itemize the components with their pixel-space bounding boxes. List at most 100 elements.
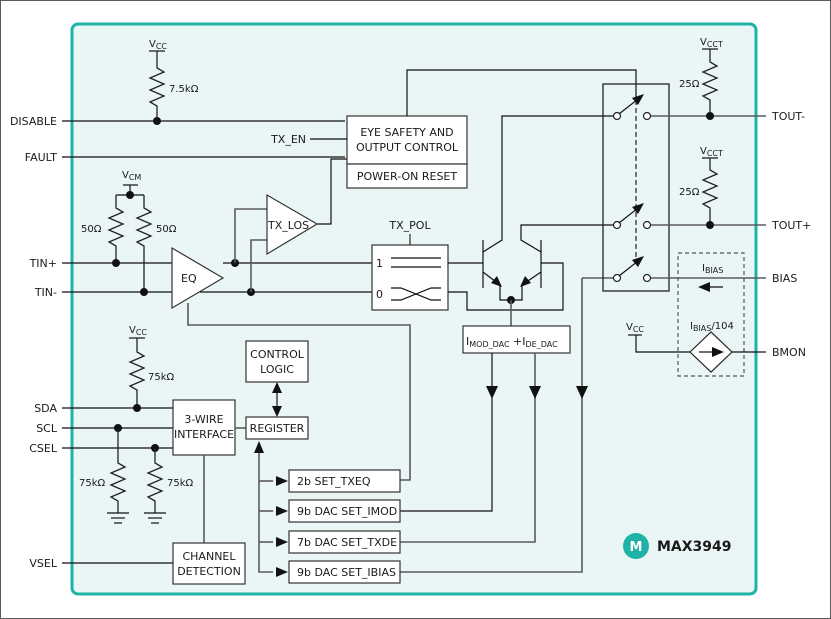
- svg-text:VCCT: VCCT: [700, 37, 723, 49]
- arrow-left-icon: [698, 282, 710, 292]
- scl-pulldown-resistor: [109, 428, 127, 513]
- eye-safety-block: [346, 115, 468, 165]
- arrow-right-icon: [276, 506, 288, 516]
- junction-dot: [112, 259, 120, 267]
- set-ibias-block: [288, 560, 401, 584]
- svg-text:VCM: VCM: [122, 170, 141, 182]
- differential-pair: [448, 115, 617, 326]
- pin-vsel: VSEL: [29, 557, 57, 570]
- sda-pullup-resistor: [128, 338, 146, 408]
- arrow-down-icon: [272, 406, 282, 417]
- pin-bias: BIAS: [772, 272, 797, 285]
- svg-text:1: 1: [376, 257, 383, 270]
- svg-text:0: 0: [376, 288, 383, 301]
- tx-pol-label: TX_POL: [388, 219, 431, 232]
- svg-text:DETECTION: DETECTION: [177, 565, 241, 578]
- svg-text:9b DAC SET_IBIAS: 9b DAC SET_IBIAS: [297, 566, 396, 579]
- svg-text:2b SET_TXEQ: 2b SET_TXEQ: [297, 475, 371, 488]
- modulation-current-block: [462, 325, 571, 354]
- pin-csel: CSEL: [29, 442, 58, 455]
- register-block: [245, 416, 309, 440]
- junction-dot: [706, 221, 714, 229]
- svg-text:LOGIC: LOGIC: [260, 363, 294, 376]
- csel-pulldown-value: 75kΩ: [167, 478, 194, 489]
- pin-tout-plus: TOUT+: [771, 219, 811, 232]
- mux-cross-icon: [391, 287, 441, 301]
- set-imod-block: [288, 499, 401, 523]
- ground-icon: [107, 512, 129, 524]
- maxim-logo-icon: M: [623, 533, 649, 559]
- arrow-down-icon: [529, 386, 541, 399]
- arrow-up-icon: [272, 382, 282, 393]
- pin-sda: SDA: [34, 402, 57, 415]
- svg-text:3-WIRE: 3-WIRE: [184, 413, 223, 426]
- svg-text:VCC: VCC: [129, 325, 147, 337]
- arrow-right-icon: [276, 476, 288, 486]
- pin-fault: FAULT: [25, 151, 58, 164]
- set-txde-block: [288, 530, 401, 554]
- control-logic-block: [245, 340, 309, 383]
- disable-pullup-resistor: [148, 51, 166, 121]
- svg-text:VCC: VCC: [149, 39, 167, 51]
- arrow-right-icon: [276, 567, 288, 577]
- junction-dot: [706, 112, 714, 120]
- vcc-symbol-bmon: VCC: [626, 322, 644, 336]
- svg-text:CHANNEL: CHANNEL: [182, 550, 236, 563]
- pin-tin-plus: TIN+: [29, 257, 57, 270]
- tin-minus-resistor: [135, 195, 153, 292]
- svg-text:M: M: [630, 540, 643, 555]
- ground-icon: [144, 512, 166, 524]
- txeq-control-wire: [187, 303, 411, 481]
- switch-tout-minus: [612, 94, 652, 121]
- tx-los-output-wire: [317, 158, 347, 225]
- arrow-down-icon: [576, 386, 588, 399]
- bmon-supply-wire: [635, 335, 690, 353]
- svg-text:POWER-ON RESET: POWER-ON RESET: [357, 170, 458, 183]
- svg-text:9b DAC SET_IMOD: 9b DAC SET_IMOD: [297, 505, 397, 518]
- ibias-dac-wire: [400, 278, 583, 573]
- tx-los-comparator: [266, 193, 319, 256]
- tin-plus-resistor-value: 50Ω: [81, 224, 102, 235]
- part-number: MAX3949: [657, 539, 732, 555]
- pin-scl: SCL: [36, 422, 58, 435]
- sda-pullup-value: 75kΩ: [148, 372, 175, 383]
- power-on-reset-block: [346, 163, 468, 189]
- svg-text:VCCT: VCCT: [700, 146, 723, 158]
- arrow-up-icon: [254, 441, 264, 453]
- svg-text:TX_LOS: TX_LOS: [267, 219, 309, 232]
- channel-detection-block: [172, 542, 246, 585]
- svg-text:OUTPUT CONTROL: OUTPUT CONTROL: [356, 141, 459, 154]
- tout-plus-resistor: [701, 158, 719, 225]
- pin-tout-minus: TOUT-: [771, 110, 805, 123]
- junction-dot: [153, 117, 161, 125]
- tout-minus-resistor-value: 25Ω: [679, 79, 700, 90]
- arrow-right-icon: [712, 347, 724, 357]
- polarity-mux: [371, 244, 449, 311]
- arrow-right-icon: [276, 537, 288, 547]
- pin-tin-minus: TIN-: [34, 286, 57, 299]
- scl-pulldown-value: 75kΩ: [79, 478, 106, 489]
- pin-bmon: BMON: [772, 346, 806, 359]
- eq-amplifier: [171, 246, 225, 310]
- switch-bias: [612, 256, 652, 283]
- three-wire-interface-block: [172, 399, 236, 456]
- svg-text:REGISTER: REGISTER: [250, 422, 305, 435]
- los-in-minus-wire: [250, 239, 267, 292]
- switch-tout-plus: [612, 203, 652, 230]
- tin-plus-resistor: [107, 195, 125, 263]
- tin-minus-resistor-value: 50Ω: [156, 224, 177, 235]
- svg-text:INTERFACE: INTERFACE: [174, 428, 234, 441]
- svg-text:IMOD_DAC +IDE_DAC: IMOD_DAC +IDE_DAC: [466, 335, 558, 349]
- imod-dac-wire: [400, 353, 493, 512]
- bias-monitor-block: [677, 252, 745, 377]
- svg-text:VCC: VCC: [626, 322, 644, 334]
- tout-plus-resistor-value: 25Ω: [679, 187, 700, 198]
- arrow-down-icon: [486, 386, 498, 399]
- pin-disable: DISABLE: [10, 115, 57, 128]
- tx-en-label: TX_EN: [270, 133, 306, 146]
- svg-text:EYE SAFETY AND: EYE SAFETY AND: [360, 126, 453, 139]
- register-bus-wire: [258, 452, 273, 573]
- csel-pulldown-resistor: [146, 448, 164, 513]
- tout-minus-resistor: [701, 49, 719, 116]
